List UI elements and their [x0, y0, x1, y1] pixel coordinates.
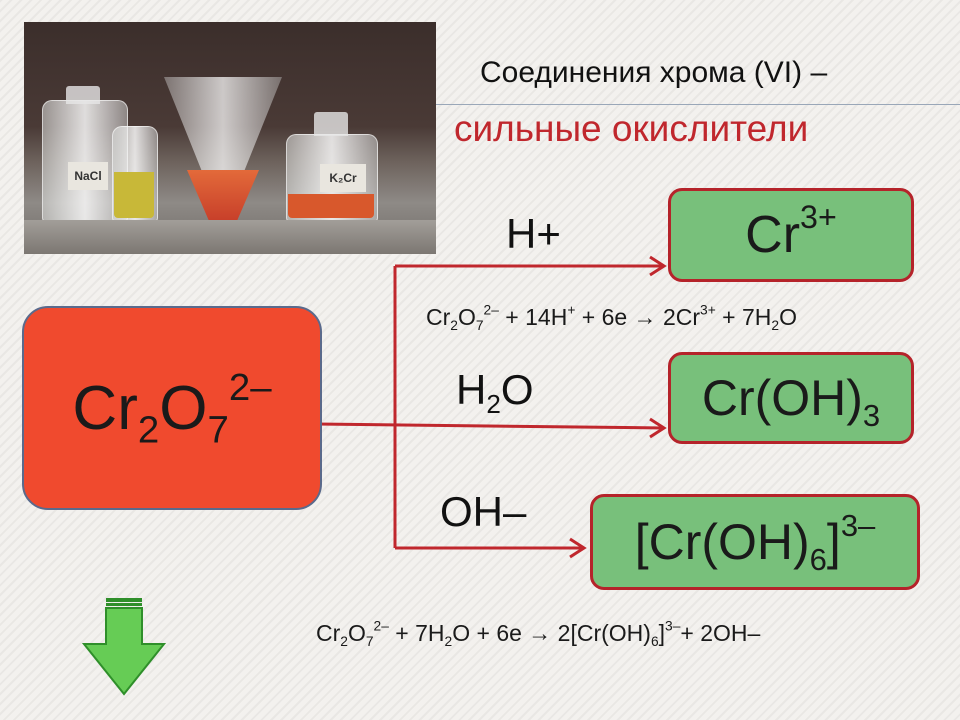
- title-divider: [436, 104, 960, 105]
- bottle-right-neck: [314, 112, 348, 136]
- yellow-solution: [114, 172, 154, 218]
- product-hexahydroxochromate-box: [Cr(OH)6]3–: [590, 494, 920, 590]
- product-cr3-formula: Cr3+: [745, 198, 837, 264]
- title-line-2: сильные окислители: [454, 108, 809, 149]
- bottle-left-neck: [66, 86, 100, 104]
- title-line-1: Соединения хрома (VI) –: [480, 56, 828, 89]
- equation-alkaline: Cr2O72– + 7H2O + 6e → 2[Cr(OH)6]3–+ 2OH–: [316, 618, 761, 649]
- reagent-acid: H+: [506, 210, 561, 257]
- product-cr3-box: Cr3+: [668, 188, 914, 282]
- chromium-compounds-photo: NaCl K₂Cr: [24, 22, 436, 254]
- dichromate-formula: Cr2O72–: [72, 365, 272, 451]
- arrow-stem-middle: [315, 422, 665, 430]
- arrowhead-top: [649, 255, 667, 277]
- equation-acidic: Cr2O72– + 14H+ + 6e → 2Cr3+ + 7H2O: [426, 302, 797, 333]
- product-hexahydroxochromate-formula: [Cr(OH)6]3–: [634, 507, 876, 577]
- bottle-label-2: K₂Cr: [320, 164, 366, 192]
- reagent-water: H2O: [456, 366, 534, 420]
- bottle-label-1: NaCl: [68, 162, 108, 190]
- arrowhead-bottom: [569, 537, 587, 559]
- arrowhead-middle: [649, 417, 667, 439]
- shelf: [24, 220, 436, 254]
- reagent-alkali: OH–: [440, 488, 527, 535]
- product-croh3-box: Cr(OH)3: [668, 352, 914, 444]
- dichromate-box: Cr2O72–: [22, 306, 322, 510]
- down-arrow-icon[interactable]: [82, 596, 166, 696]
- dichromate-solid: [288, 194, 374, 218]
- product-croh3-formula: Cr(OH)3: [701, 370, 881, 433]
